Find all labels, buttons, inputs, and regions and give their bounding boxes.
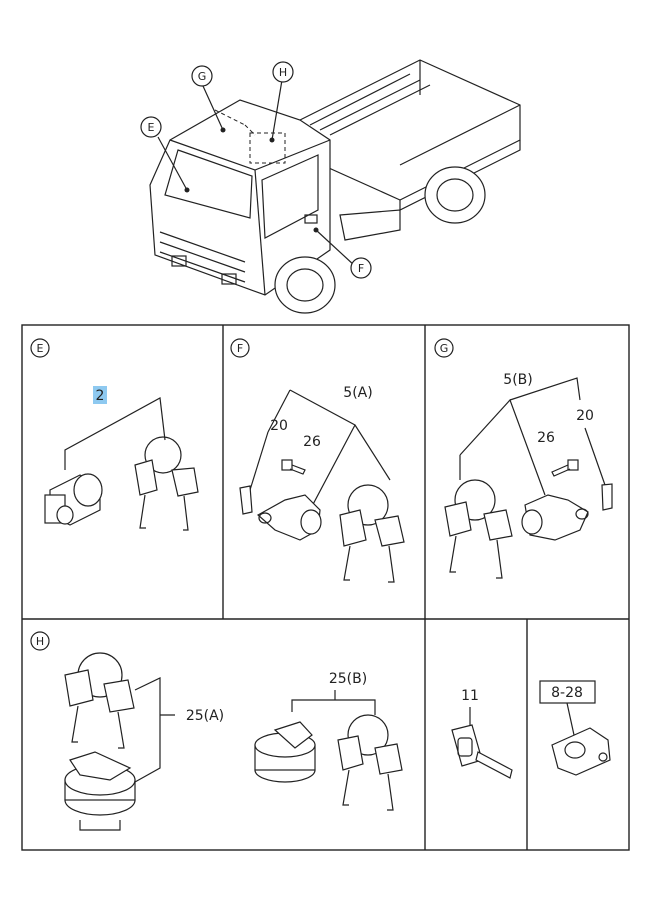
callout-h: H — [272, 61, 294, 83]
part-20-label-g[interactable]: 20 — [576, 408, 594, 424]
door-lock-f — [256, 494, 322, 541]
callout-h-label: H — [279, 66, 287, 79]
panel-e: E 2 — [30, 338, 199, 531]
part-20-label[interactable]: 20 — [270, 418, 288, 434]
fuel-cap-25a — [64, 751, 136, 831]
truck-illustration — [149, 59, 521, 314]
part-25b-label[interactable]: 25(B) — [329, 671, 367, 687]
panel-f: F 5(A) 20 26 — [230, 338, 405, 583]
panel-f-circle-label: F — [237, 342, 243, 355]
panel-g-circle-label: G — [440, 342, 449, 355]
part-2-label[interactable]: 2 — [96, 388, 105, 404]
part-5b-label[interactable]: 5(B) — [503, 372, 532, 388]
part-8-28-label[interactable]: 8-28 — [551, 685, 583, 701]
panel-e-circle-label: E — [37, 342, 44, 355]
screw-26 — [281, 459, 306, 475]
panel-g: G 5(B) 20 26 — [434, 338, 613, 579]
door-lock-cylinder — [44, 473, 103, 526]
door-lock-g — [521, 494, 589, 541]
callout-f: F — [350, 257, 372, 279]
key-set-f — [339, 484, 405, 583]
part-26-label[interactable]: 26 — [303, 434, 321, 450]
clip-20 — [239, 485, 253, 515]
panel-key-11: 11 — [451, 688, 513, 779]
fuel-cap-25b — [254, 721, 316, 783]
panel-remote-8-28: 8-28 — [539, 680, 611, 776]
part-26-label-g[interactable]: 26 — [537, 430, 555, 446]
key-set-25a — [64, 652, 135, 749]
clip-20-g — [601, 483, 613, 511]
part-25a-label[interactable]: 25(A) — [186, 708, 224, 724]
callout-f-label: F — [358, 262, 364, 275]
key-set-g — [444, 479, 513, 579]
callout-g-label: G — [198, 70, 207, 83]
part-5a-label[interactable]: 5(A) — [343, 385, 372, 401]
part-2-highlight — [93, 386, 107, 404]
panel-grid — [21, 324, 630, 851]
panel-h-circle-label: H — [36, 635, 44, 648]
screw-26-g — [551, 459, 579, 477]
panel-h: H 25(A) 25(B) — [30, 631, 403, 831]
callout-e: E — [140, 116, 162, 138]
key-set-25b — [337, 714, 403, 811]
part-11-label[interactable]: 11 — [461, 688, 479, 704]
callout-g: G — [191, 65, 213, 87]
callout-e-label: E — [148, 121, 155, 134]
key-set-e — [134, 436, 199, 531]
